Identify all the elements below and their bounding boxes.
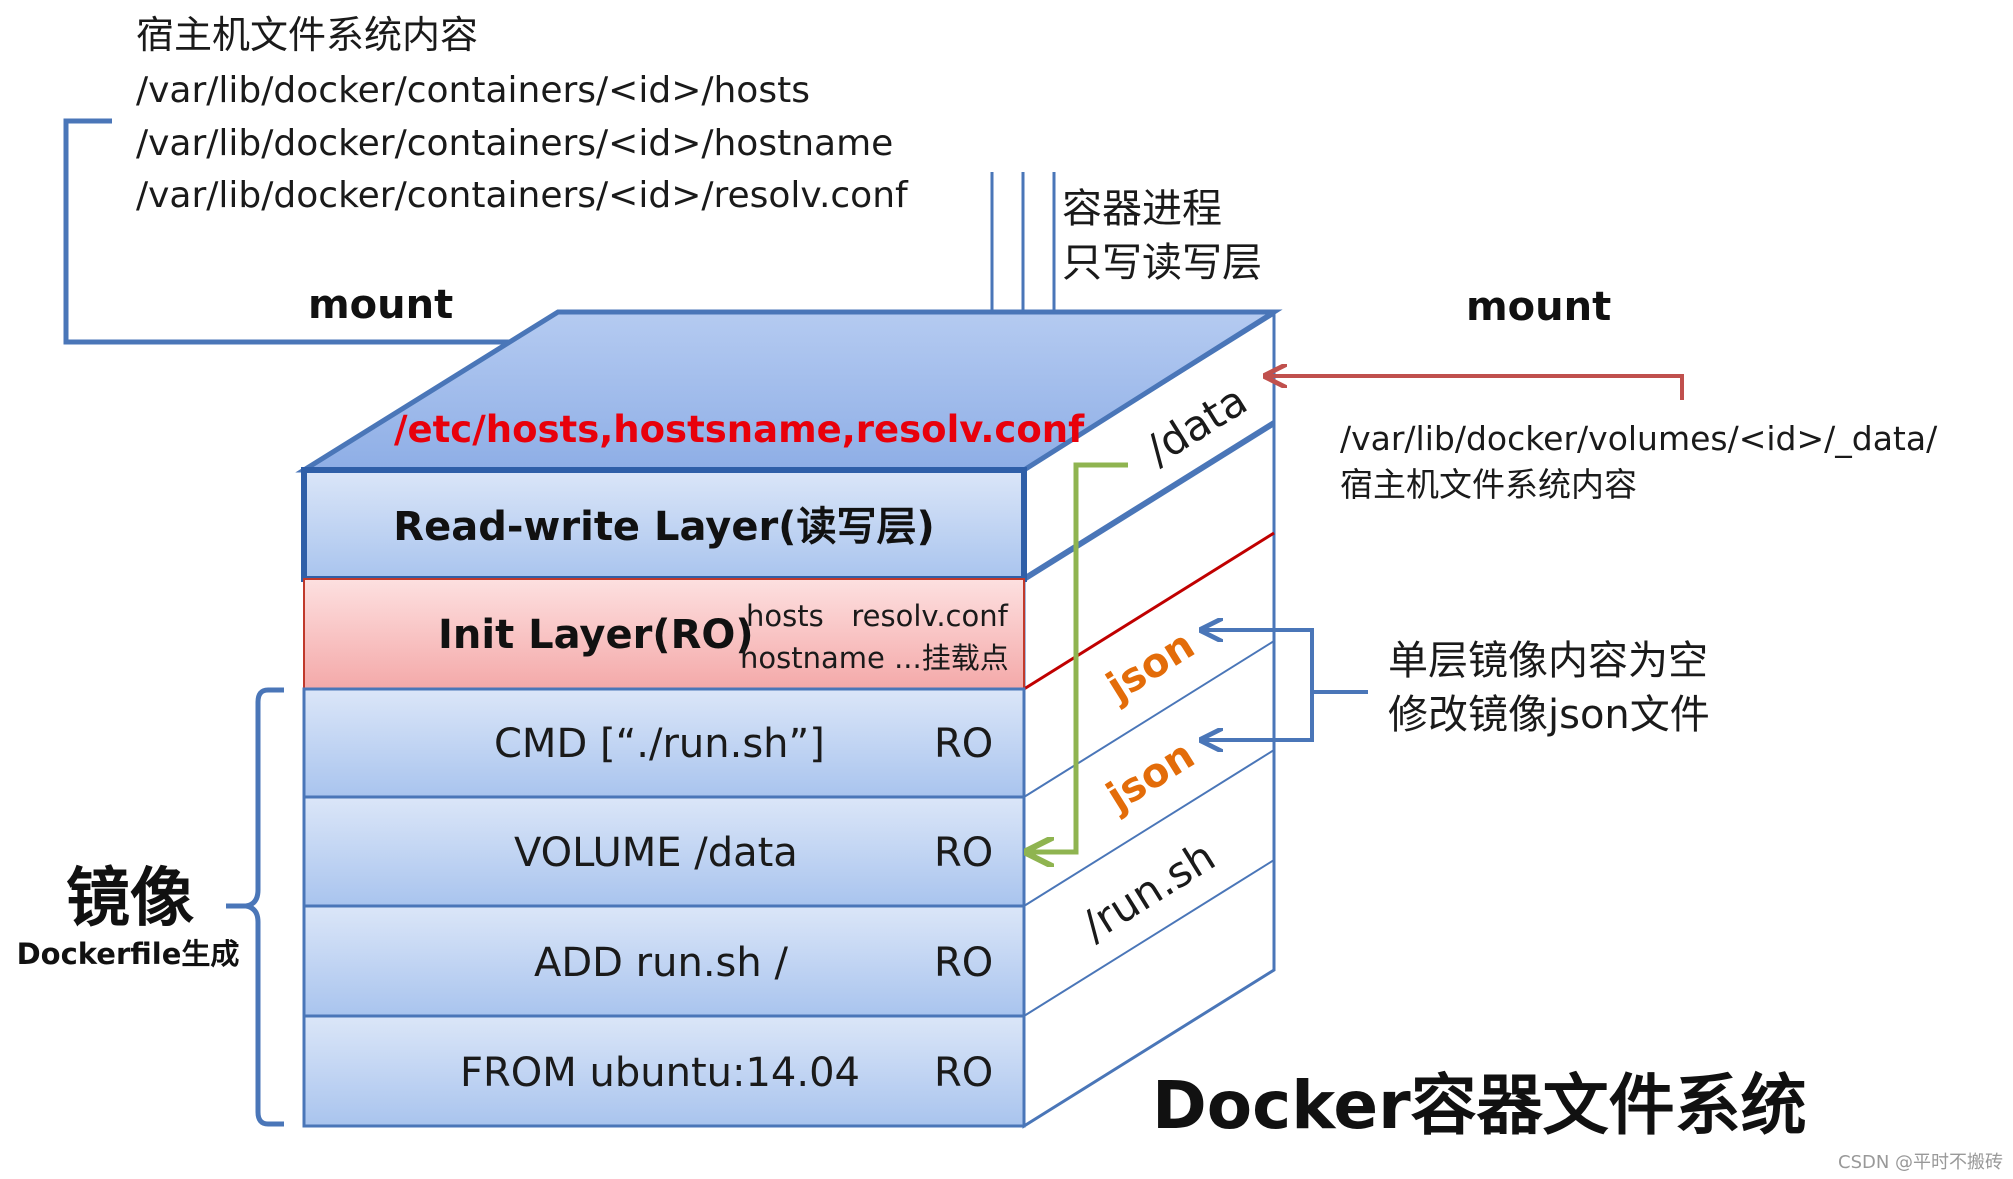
read-write-layer — [301, 467, 1027, 582]
read-write-layer-label: Read-write Layer(读写层) — [393, 504, 934, 550]
json-note-bracket — [1210, 628, 1368, 742]
image-brace-subtitle: Dockerfile生成 — [17, 937, 240, 971]
mount-right-label: mount — [1466, 284, 1611, 330]
process-note-line2: 只写读写层 — [1062, 240, 1262, 286]
host-files-block: 宿主机文件系统内容 /var/lib/docker/containers/<id… — [136, 13, 909, 216]
image-layer-add: ADD run.sh / RO — [302, 904, 1026, 1018]
image-brace-title: 镜像 — [66, 862, 194, 936]
diagram-title: Docker容器文件系统 — [1152, 1067, 1807, 1144]
image-layer-cmd-mode: RO — [934, 721, 993, 767]
volume-data-arrow — [1030, 462, 1128, 852]
image-layer-volume: VOLUME /data RO — [302, 795, 1026, 908]
host-files-title: 宿主机文件系统内容 — [136, 13, 478, 57]
top-face-mount-paths: /etc/hosts,hostsname,resolv.conf — [394, 408, 1085, 451]
host-file-hostname: /var/lib/docker/containers/<id>/hostname — [136, 123, 893, 164]
init-layer-files-line2: hostname ...挂载点 — [740, 641, 1009, 675]
image-layer-volume-text: VOLUME /data — [514, 830, 798, 876]
process-note-line1: 容器进程 — [1062, 186, 1222, 232]
image-layer-add-mode: RO — [934, 940, 993, 986]
image-layer-cmd-text: CMD [“./run.sh”] — [494, 721, 825, 767]
image-layer-from-mode: RO — [934, 1050, 993, 1096]
image-layer-cmd: CMD [“./run.sh”] RO — [302, 687, 1026, 799]
image-brace — [226, 687, 284, 1127]
watermark: CSDN @平时不搬砖 — [1838, 1152, 2003, 1173]
volume-source-desc: 宿主机文件系统内容 — [1340, 465, 1637, 504]
image-layer-from: FROM ubuntu:14.04 RO — [302, 1014, 1026, 1128]
image-layer-from-text: FROM ubuntu:14.04 — [460, 1050, 860, 1096]
volume-mount-arrow — [1268, 376, 1684, 400]
image-layer-add-text: ADD run.sh / — [534, 940, 788, 986]
init-layer-label: Init Layer(RO) — [438, 612, 754, 658]
host-file-hosts: /var/lib/docker/containers/<id>/hosts — [136, 70, 810, 111]
host-file-resolv: /var/lib/docker/containers/<id>/resolv.c… — [136, 175, 909, 216]
init-layer-files-line1: hosts resolv.conf — [746, 599, 1009, 633]
empty-layer-note-line1: 单层镜像内容为空 — [1388, 638, 1708, 684]
volume-source-path: /var/lib/docker/volumes/<id>/_data/ — [1340, 419, 1938, 458]
mount-left-label: mount — [308, 282, 453, 328]
image-layer-volume-mode: RO — [934, 830, 993, 876]
empty-layer-note-line2: 修改镜像json文件 — [1388, 692, 1710, 738]
